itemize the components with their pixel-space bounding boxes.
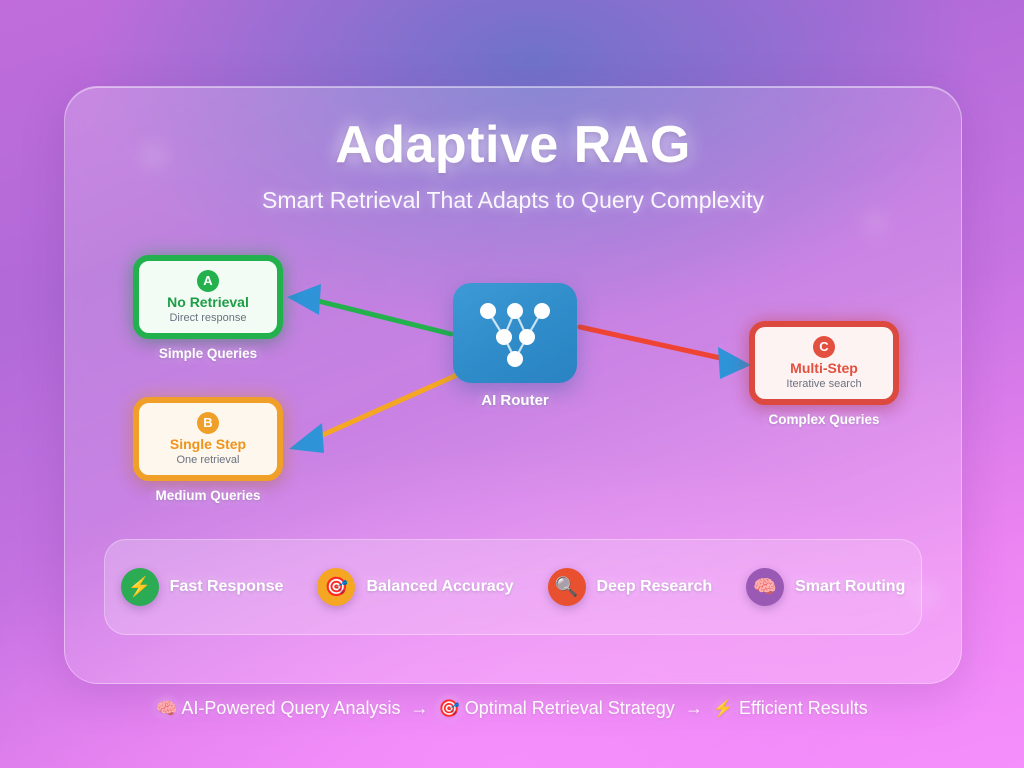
feature-label-balanced-accuracy: Balanced Accuracy xyxy=(366,578,514,595)
node-box-multi-step[interactable]: C Multi-Step Iterative search xyxy=(749,321,899,405)
strategy-node-no-retrieval[interactable]: A No Retrieval Direct response Simple Qu… xyxy=(133,255,283,361)
feature-item-smart-routing[interactable]: 🧠 Smart Routing xyxy=(746,568,905,606)
ai-router-node[interactable]: AI Router xyxy=(453,283,577,409)
node-title-multi-step: Multi-Step xyxy=(790,359,858,376)
magnifier-icon: 🔍 xyxy=(547,568,586,606)
ai-router-box[interactable] xyxy=(453,283,577,383)
brain-icon: 🧠 xyxy=(746,568,785,606)
arrow-head-multi-step xyxy=(718,347,751,379)
feature-item-fast-response[interactable]: ⚡ Fast Response xyxy=(120,568,284,606)
footer-flow: 🧠 AI-Powered Query Analysis → 🎯 Optimal … xyxy=(0,698,1024,719)
strategy-node-single-step[interactable]: B Single Step One retrieval Medium Queri… xyxy=(133,397,283,503)
feature-label-smart-routing: Smart Routing xyxy=(795,578,906,595)
node-subtitle-no-retrieval: Direct response xyxy=(169,312,247,325)
feature-label-deep-research: Deep Research xyxy=(596,578,713,595)
node-caption-simple-queries: Simple Queries xyxy=(158,346,258,361)
target-icon: 🎯 xyxy=(317,568,356,606)
arrow-router-to-multi-step xyxy=(577,324,728,362)
node-subtitle-single-step: One retrieval xyxy=(176,454,240,467)
node-badge-c: C xyxy=(813,335,835,358)
node-title-single-step: Single Step xyxy=(169,435,247,452)
feature-bar: ⚡ Fast Response 🎯 Balanced Accuracy 🔍 De… xyxy=(104,539,922,635)
strategy-node-multi-step[interactable]: C Multi-Step Iterative search Complex Qu… xyxy=(749,321,899,427)
footer-arrow-2: → xyxy=(684,698,703,718)
ai-router-caption: AI Router xyxy=(481,392,549,409)
node-badge-b: B xyxy=(197,411,219,434)
node-title-no-retrieval: No Retrieval xyxy=(167,293,249,310)
node-badge-a: A xyxy=(197,269,219,292)
neural-network-icon xyxy=(480,303,550,367)
feature-label-fast-response: Fast Response xyxy=(169,578,284,595)
footer-arrow-1: → xyxy=(410,698,429,718)
arrow-router-to-single-step xyxy=(315,372,460,440)
target-icon-footer: 🎯 xyxy=(438,699,460,718)
brain-icon-footer: 🧠 xyxy=(156,699,178,718)
node-subtitle-multi-step: Iterative search xyxy=(786,378,862,391)
arrow-router-to-no-retrieval xyxy=(307,296,454,337)
footer-step-3: Efficient Results xyxy=(739,698,868,718)
arrow-head-single-step xyxy=(289,423,324,453)
node-caption-complex-queries: Complex Queries xyxy=(768,412,880,427)
arrow-head-no-retrieval xyxy=(287,284,321,315)
page-subtitle: Smart Retrieval That Adapts to Query Com… xyxy=(262,187,764,213)
node-box-no-retrieval[interactable]: A No Retrieval Direct response xyxy=(133,255,283,339)
main-glass-card: Adaptive RAG Smart Retrieval That Adapts… xyxy=(64,86,962,684)
node-caption-medium-queries: Medium Queries xyxy=(155,488,261,503)
feature-item-deep-research[interactable]: 🔍 Deep Research xyxy=(547,568,713,606)
footer-step-1: AI-Powered Query Analysis xyxy=(181,698,401,718)
page-title: Adaptive RAG xyxy=(335,116,691,174)
feature-item-balanced-accuracy[interactable]: 🎯 Balanced Accuracy xyxy=(317,568,514,606)
footer-step-2: Optimal Retrieval Strategy xyxy=(464,698,675,718)
lightning-bolt-icon: ⚡ xyxy=(120,568,159,606)
node-box-single-step[interactable]: B Single Step One retrieval xyxy=(133,397,283,481)
lightning-bolt-icon-footer: ⚡ xyxy=(712,699,735,718)
